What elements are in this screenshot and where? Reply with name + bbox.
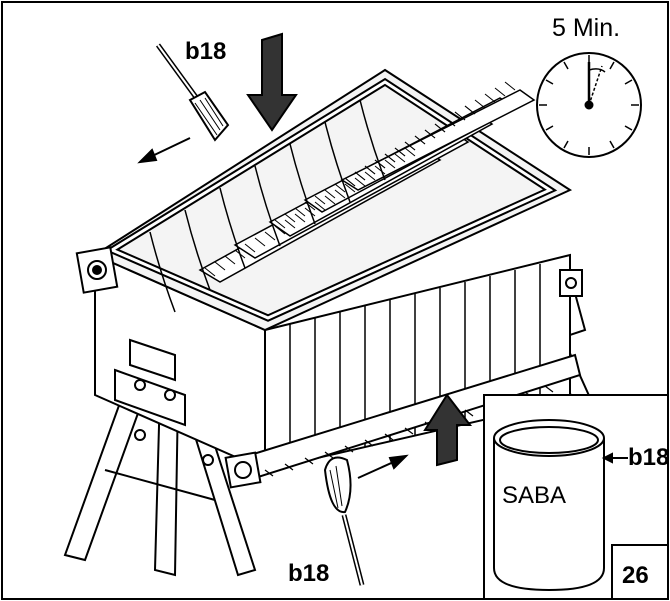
part-label-top: b18 [185,38,227,65]
left-flange [75,246,119,294]
time-label: 5 Min. [552,14,621,42]
clock-icon [536,52,642,158]
brush-bottom [323,456,365,586]
part-label-can: b18 [628,444,670,471]
can-label-leader [601,452,628,464]
bottom-manifold [224,353,582,489]
down-arrow [246,32,298,132]
sealant-can-icon [493,419,605,592]
brush-direction-arrows [137,137,409,479]
step-number: 26 [622,562,649,589]
section-dividers [149,99,386,313]
brush-top [155,43,230,142]
right-flange [559,269,583,297]
part-label-bottom: b18 [288,560,330,587]
fin-hatching [204,81,516,277]
side-bracket [114,338,214,466]
can-text: SABA [502,482,567,509]
up-arrow [423,393,473,467]
